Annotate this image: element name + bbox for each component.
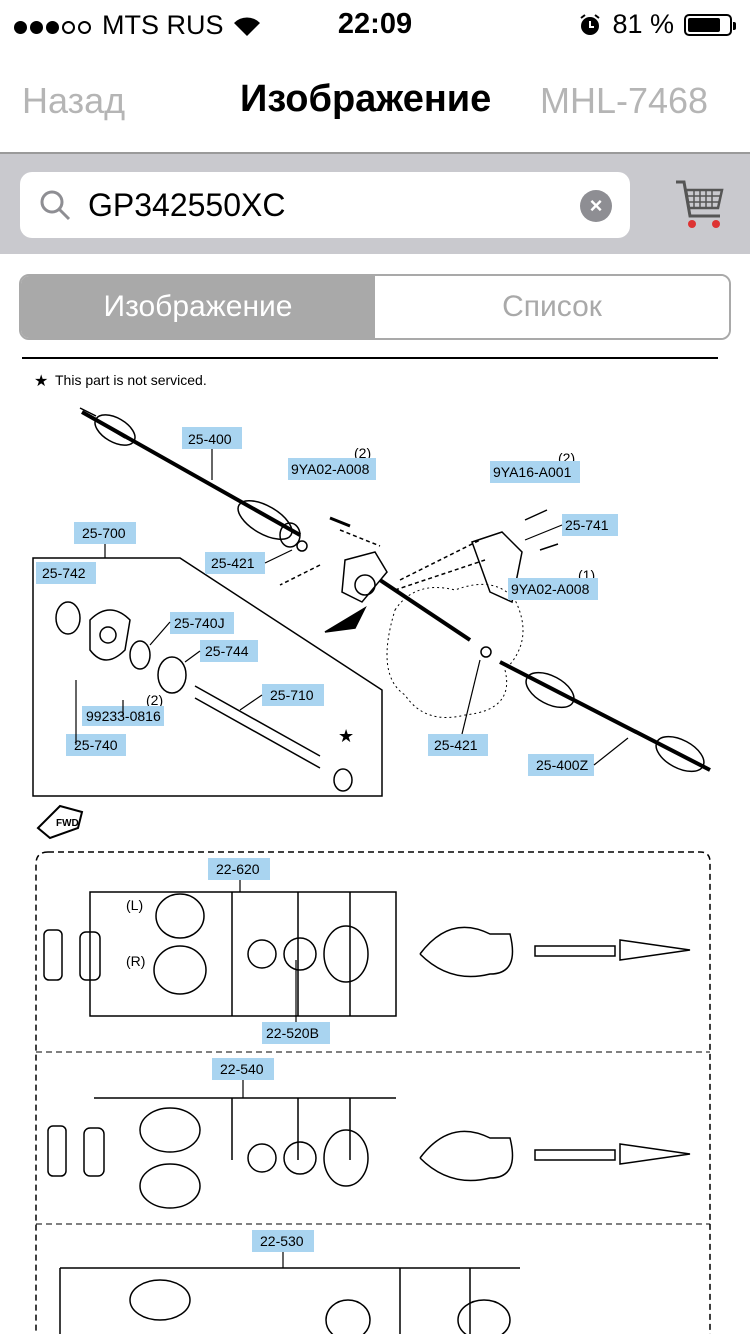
part-label-22-540[interactable]: 22-540 <box>220 1061 264 1077</box>
part-label-22-530[interactable]: 22-530 <box>260 1233 304 1249</box>
battery-icon <box>684 13 736 36</box>
wifi-icon <box>233 16 260 36</box>
navigation-bar: Назад Изображение MHL-7468 <box>0 52 750 152</box>
part-label-9ya02-a008[interactable]: 9YA02-A008 <box>291 461 370 477</box>
search-bar: GP342550XC × <box>0 152 750 254</box>
status-bar: MTS RUS 22:09 81 % <box>0 0 750 52</box>
part-label-9ya16-a001[interactable]: 9YA16-A001 <box>493 464 572 480</box>
star-icon: ★ <box>34 373 48 390</box>
part-label-25-742[interactable]: 25-742 <box>42 565 86 581</box>
svg-text:(R): (R) <box>126 953 145 969</box>
search-value: GP342550XC <box>88 187 286 223</box>
carrier-name: MTS RUS <box>102 10 224 40</box>
drive-shaft-25-400 <box>79 407 308 552</box>
svg-text:(2): (2) <box>146 692 163 708</box>
page-title: Изображение <box>240 78 492 120</box>
clock: 22:09 <box>337 8 413 40</box>
svg-text:FWD: FWD <box>56 818 79 829</box>
part-label-25-700[interactable]: 25-700 <box>82 525 126 541</box>
cart-icon[interactable] <box>674 176 726 232</box>
transmission-outline <box>386 583 524 718</box>
svg-text:(L): (L) <box>126 897 143 913</box>
detail-box-25-700 <box>32 557 383 797</box>
battery-info: 81 % <box>578 9 736 40</box>
model-code-button[interactable]: MHL-7468 <box>540 80 709 121</box>
part-label-25-710[interactable]: 25-710 <box>270 687 314 703</box>
part-label-25-400z[interactable]: 25-400Z <box>536 757 589 773</box>
carrier-info: MTS RUS <box>14 10 262 41</box>
bearing-support <box>279 516 472 642</box>
clear-icon[interactable]: × <box>580 190 612 222</box>
fwd-arrow-icon: FWD <box>36 804 84 840</box>
search-input[interactable]: GP342550XC × <box>20 172 630 238</box>
variant-parts <box>43 891 691 1339</box>
part-label-25-740j[interactable]: 25-740J <box>174 615 225 631</box>
part-label-25-421-b[interactable]: 25-421 <box>434 737 478 753</box>
variant-box <box>48 851 711 1334</box>
parts-diagram[interactable]: ★ This part is not serviced. <box>0 350 750 1339</box>
signal-icon <box>14 10 94 41</box>
back-button[interactable]: Назад <box>22 80 126 121</box>
part-label-25-741[interactable]: 25-741 <box>565 517 609 533</box>
drive-shaft-25-400z <box>480 646 711 773</box>
part-label-25-421[interactable]: 25-421 <box>211 555 255 571</box>
detail-parts <box>55 601 353 792</box>
part-label-22-620[interactable]: 22-620 <box>216 861 260 877</box>
part-labels: 25-400 (2) 9YA02-A008 (2) 9YA16-A001 25-… <box>36 427 618 1252</box>
bracket-25-741 <box>394 509 559 604</box>
search-icon <box>40 190 71 221</box>
view-switch: Изображение Список <box>19 274 731 340</box>
part-label-25-744[interactable]: 25-744 <box>205 643 249 659</box>
leader-lines <box>75 449 629 1268</box>
star-icon: ★ <box>338 726 354 746</box>
part-label-25-400[interactable]: 25-400 <box>188 431 232 447</box>
not-serviced-note: This part is not serviced. <box>55 372 207 388</box>
part-label-25-740[interactable]: 25-740 <box>74 737 118 753</box>
part-label-22-520b[interactable]: 22-520B <box>266 1025 319 1041</box>
alarm-icon <box>580 13 601 35</box>
svg-text:(2): (2) <box>354 445 371 461</box>
battery-percent: 81 % <box>612 9 674 39</box>
tab-image[interactable]: Изображение <box>21 276 375 338</box>
tab-list[interactable]: Список <box>375 276 729 338</box>
part-label-9ya02-a008-b[interactable]: 9YA02-A008 <box>511 581 590 597</box>
